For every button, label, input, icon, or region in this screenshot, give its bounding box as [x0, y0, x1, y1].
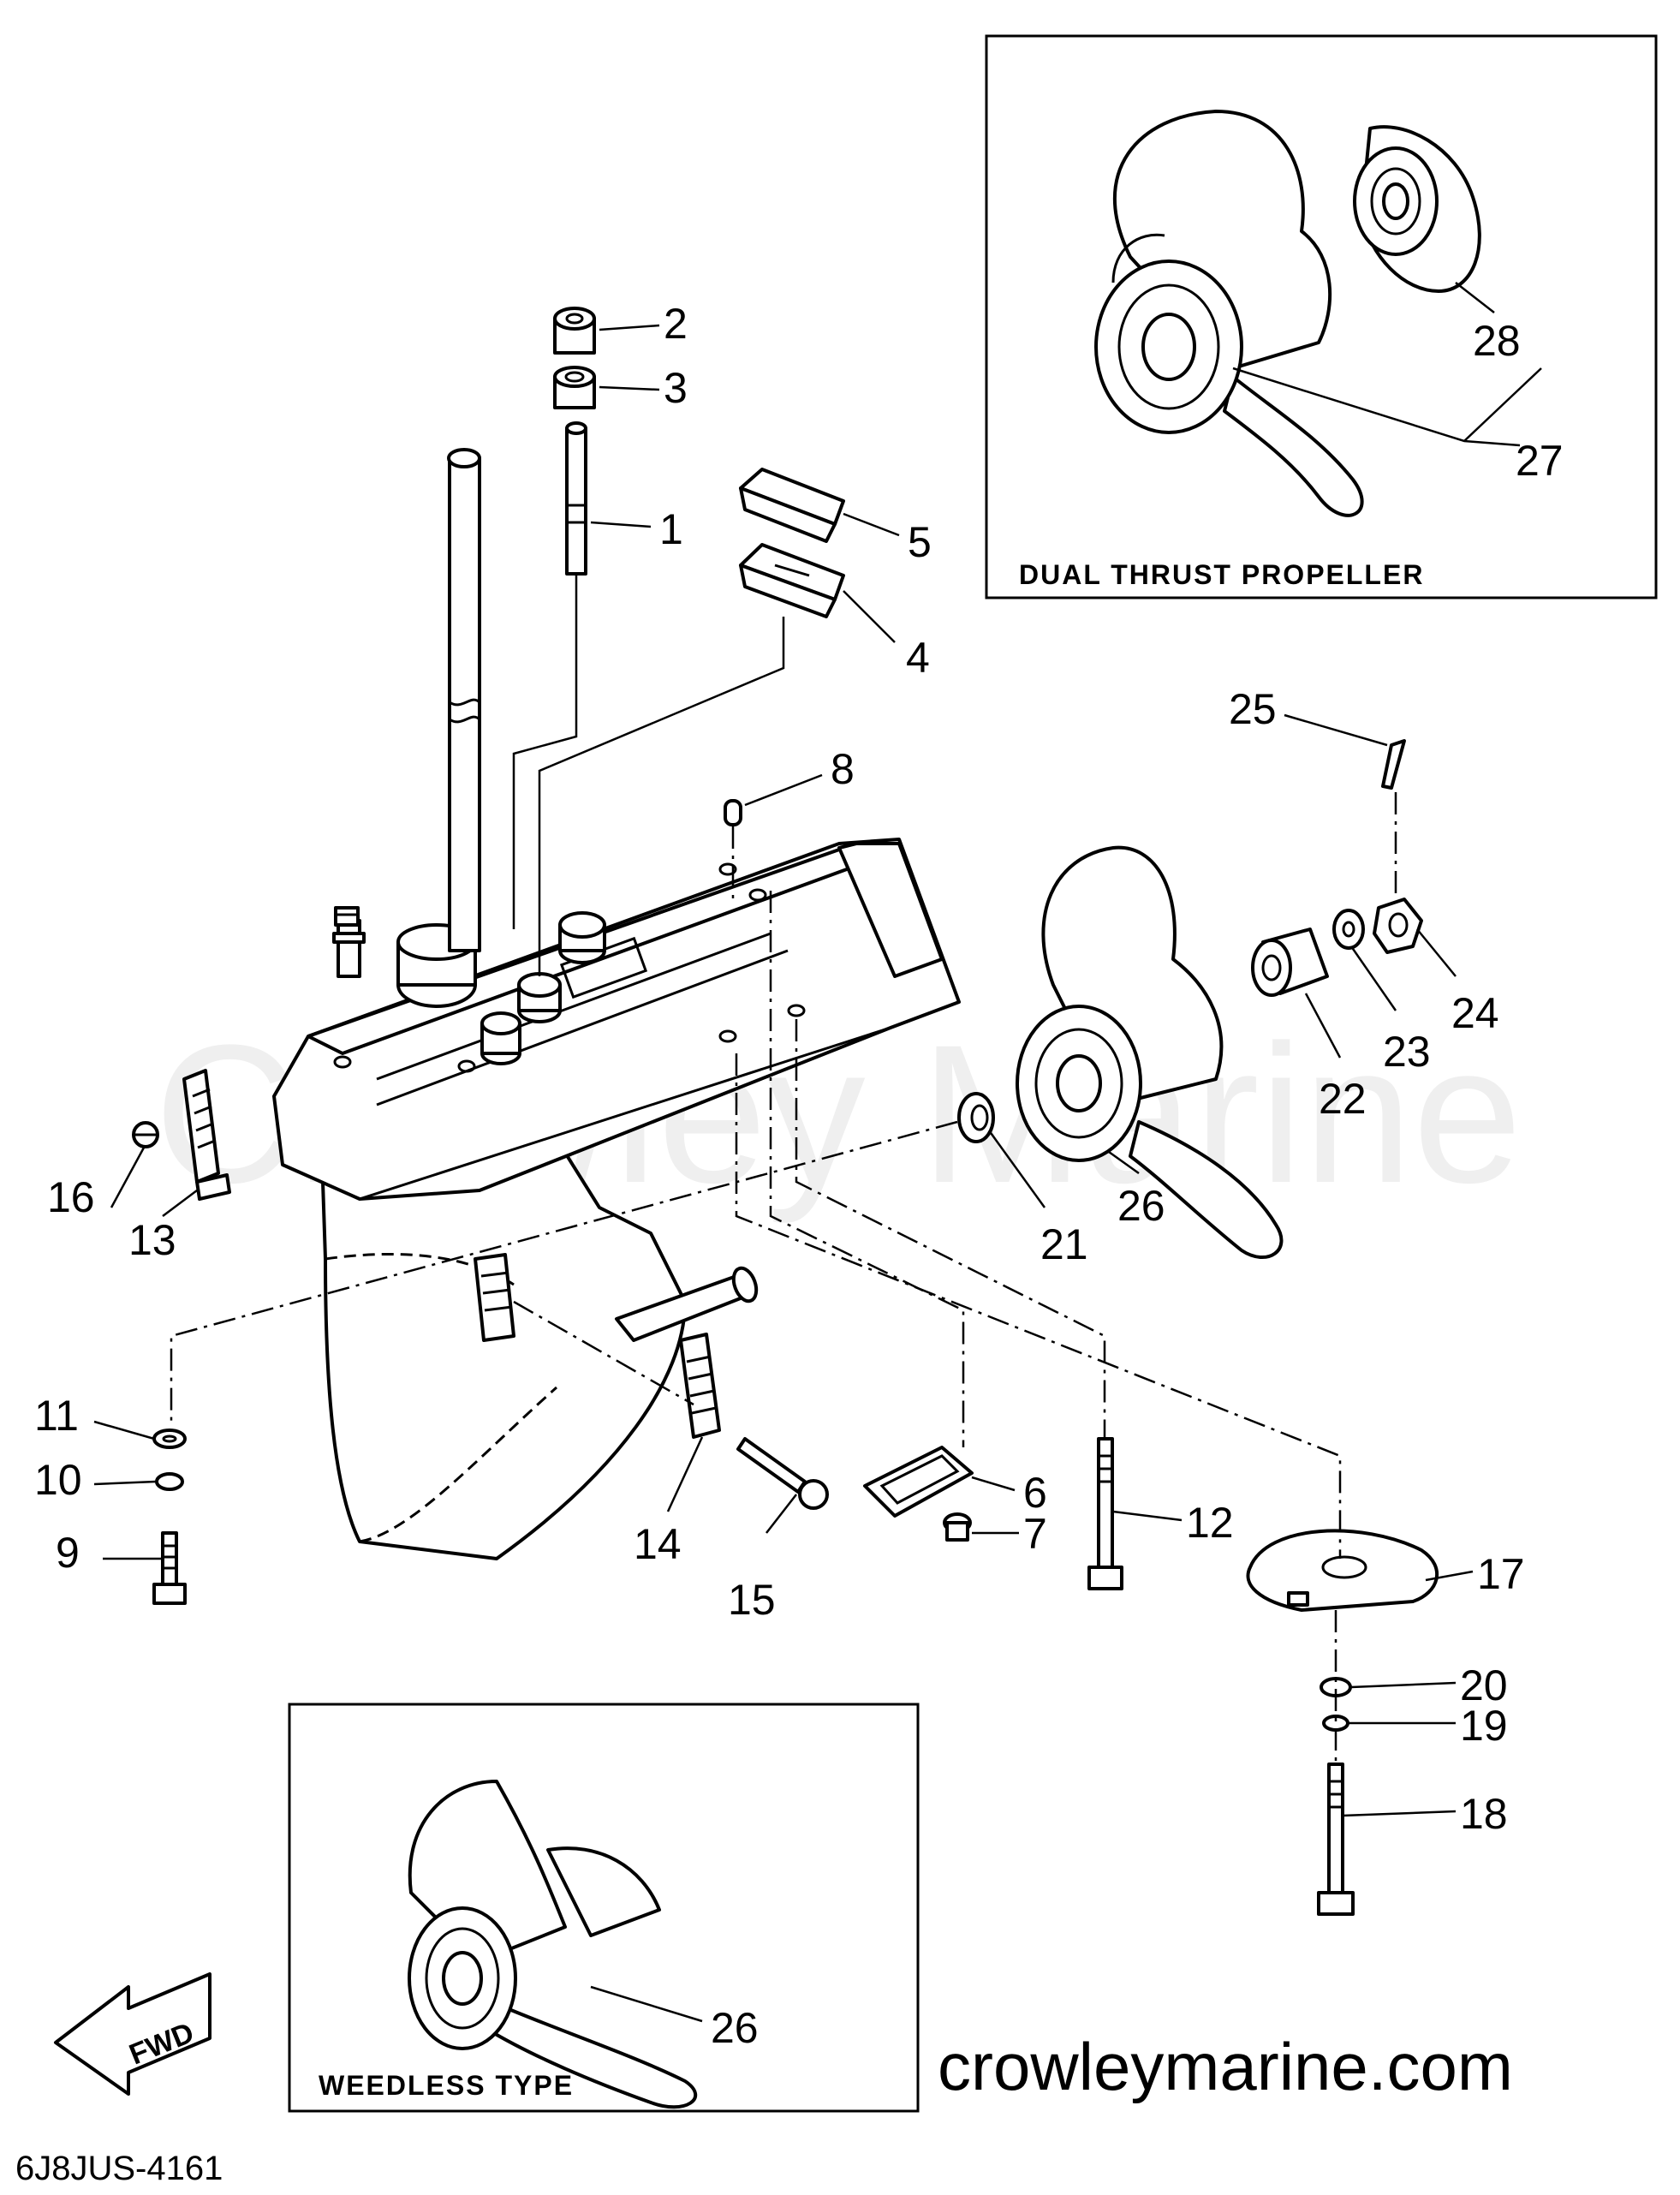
- part-21-washer: [957, 1092, 995, 1143]
- callout-25: 25: [1229, 685, 1277, 733]
- part-14-anode: [679, 1333, 721, 1439]
- part-12-bolt: [1087, 1437, 1123, 1590]
- dual-thrust-propeller-drawing: [1094, 110, 1364, 517]
- fwd-arrow: FWD: [54, 1972, 211, 2096]
- callout-13: 13: [128, 1216, 176, 1264]
- part-7-screw: [943, 1512, 972, 1542]
- callout-8: 8: [831, 745, 855, 793]
- dual-thrust-inset: 28 27 DUAL THRUST PROPELLER: [985, 34, 1658, 599]
- callout-26: 26: [1117, 1182, 1165, 1230]
- part-26-propeller: [1016, 845, 1284, 1260]
- callout-16: 16: [47, 1173, 95, 1221]
- callout-11: 11: [34, 1392, 79, 1440]
- part-11-washer: [152, 1429, 187, 1449]
- center-lines: [170, 574, 1397, 1764]
- part-23-washer: [1332, 909, 1365, 950]
- weedless-title: WEEDLESS TYPE: [319, 2070, 574, 2101]
- part-4-block: [739, 543, 845, 618]
- part-25-cotter-pin: [1381, 739, 1406, 790]
- callout-4: 4: [906, 634, 930, 682]
- callout-7: 7: [1023, 1510, 1047, 1558]
- part-10-lockwasher: [155, 1472, 184, 1491]
- part-15-bolt: [736, 1437, 829, 1510]
- callout-20: 20: [1460, 1661, 1508, 1709]
- callout-numbers: 2 3 1 5 4 8 25 24 23 22 26 21 16 13 11 1…: [34, 300, 1525, 1838]
- part-13-anode: [182, 1069, 231, 1201]
- part-3-grommet: [553, 366, 596, 409]
- case-nipple: [334, 906, 360, 927]
- callout-26-weedless: 26: [711, 2004, 759, 2052]
- callout-2: 2: [664, 300, 688, 348]
- callout-18: 18: [1460, 1790, 1508, 1838]
- weedless-inset: 26 WEEDLESS TYPE: [288, 1703, 920, 2113]
- drawing-code: 6J8JUS-4161: [15, 2150, 223, 2187]
- callout-5: 5: [908, 518, 932, 566]
- callout-10: 10: [34, 1456, 82, 1504]
- callout-3: 3: [664, 364, 688, 412]
- part-18-bolt: [1317, 1763, 1355, 1916]
- part-8-pin: [724, 799, 742, 826]
- lower-unit-case: [272, 448, 961, 1560]
- callout-12: 12: [1186, 1499, 1234, 1547]
- weedless-propeller-drawing: [408, 1780, 698, 2109]
- dual-thrust-hub-drawing: [1353, 125, 1481, 293]
- website-url: crowleymarine.com: [938, 2029, 1513, 2104]
- callout-9: 9: [56, 1529, 80, 1577]
- callout-17: 17: [1477, 1550, 1525, 1598]
- callout-23: 23: [1383, 1028, 1431, 1076]
- part-5-block: [739, 468, 845, 543]
- part-1-shift-rod: [565, 421, 587, 576]
- part-17-trim-tab: [1246, 1529, 1439, 1612]
- part-6-gasket: [863, 1446, 974, 1518]
- part-9-bolt: [152, 1531, 187, 1605]
- callout-1: 1: [659, 505, 683, 553]
- part-22-spacer: [1251, 928, 1329, 997]
- part-16-screw: [132, 1121, 159, 1148]
- dual-thrust-title: DUAL THRUST PROPELLER: [1019, 559, 1424, 590]
- callout-15: 15: [728, 1576, 776, 1624]
- callout-6: 6: [1023, 1469, 1047, 1517]
- callout-21: 21: [1040, 1220, 1088, 1268]
- callout-28: 28: [1473, 317, 1521, 365]
- part-2-cap: [553, 307, 596, 355]
- callout-24: 24: [1451, 989, 1499, 1037]
- callout-19: 19: [1460, 1702, 1508, 1750]
- callout-22: 22: [1319, 1075, 1367, 1123]
- callout-14: 14: [634, 1520, 682, 1568]
- leader-lines: [93, 324, 1474, 1817]
- part-24-nut: [1373, 898, 1423, 954]
- callout-27: 27: [1516, 437, 1564, 485]
